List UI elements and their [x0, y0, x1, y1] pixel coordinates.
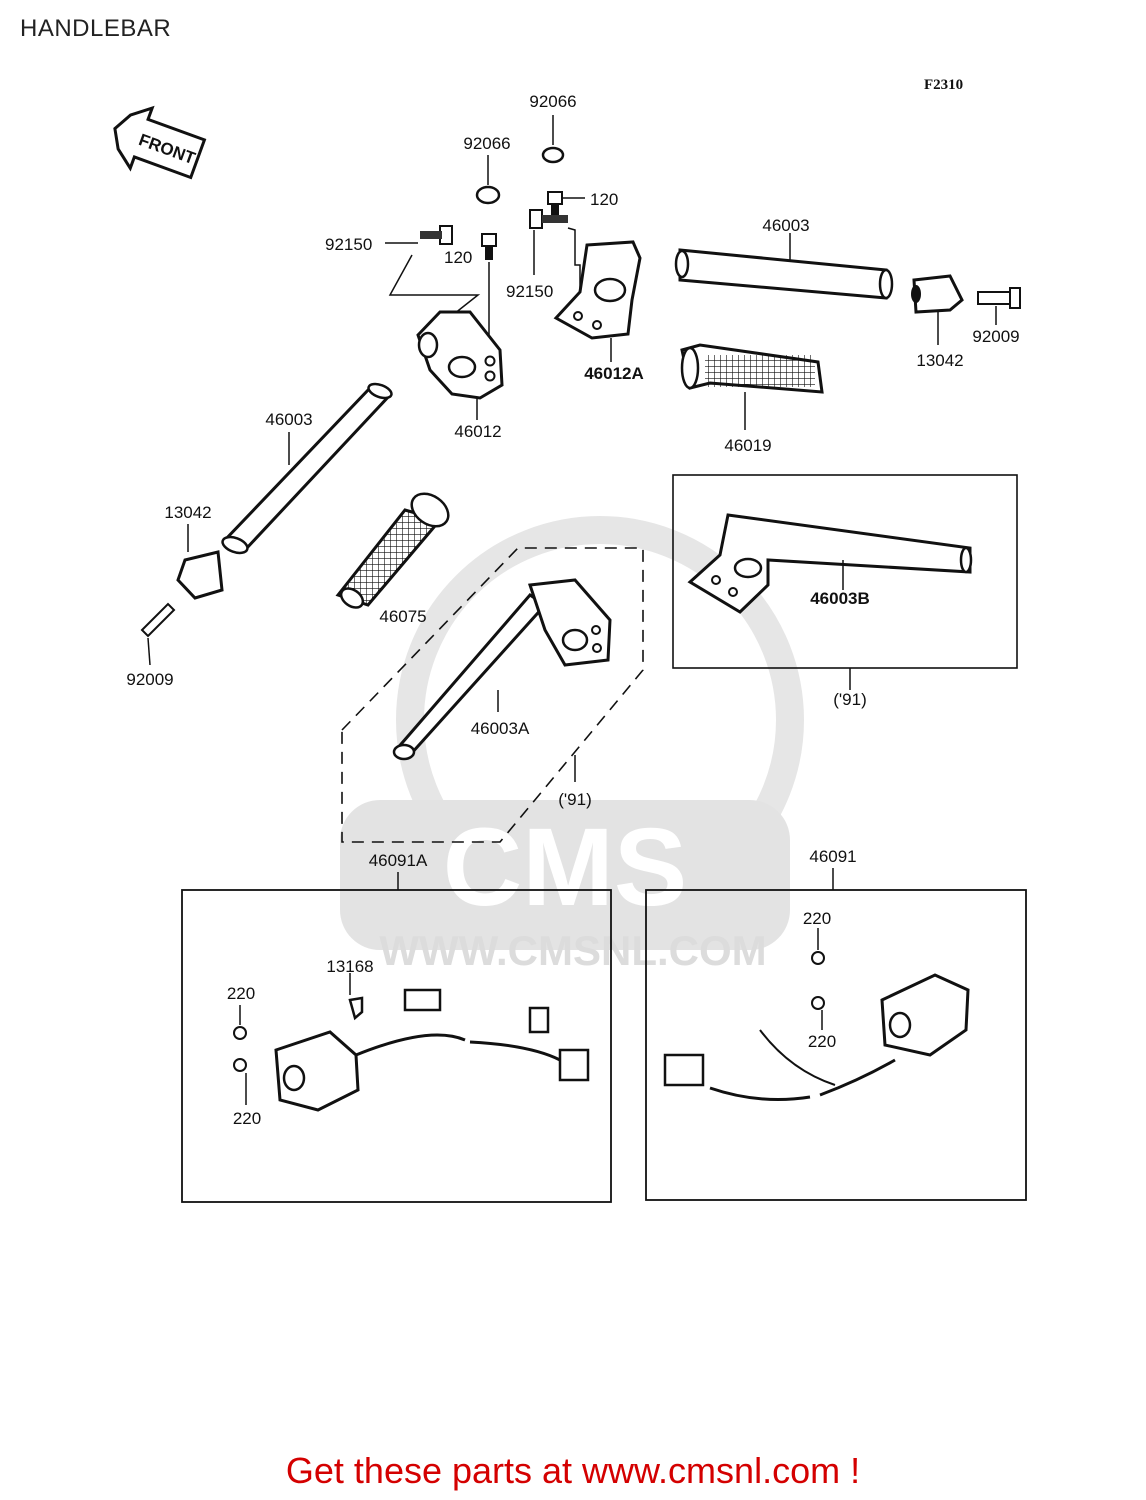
- label-92066-left: 92066: [463, 134, 510, 153]
- label-220-c: 220: [803, 909, 831, 928]
- clamp-46012: [416, 310, 504, 420]
- label-46003B: 46003B: [810, 589, 870, 608]
- screw-92150-right: [529, 209, 568, 275]
- bar-end-13042-right: [911, 274, 964, 345]
- cms-watermark: CMS WWW.CMSNL.COM: [340, 516, 804, 974]
- label-46003-right: 46003: [762, 216, 809, 235]
- label-46012A: 46012A: [584, 364, 644, 383]
- screw-92009-right: [977, 287, 1021, 325]
- switch-box-46091: [645, 889, 1027, 1201]
- label-46091: 46091: [809, 847, 856, 866]
- screw-92009-left: [140, 602, 176, 666]
- label-46003A: 46003A: [471, 719, 530, 738]
- cap-92066-left: [475, 155, 501, 205]
- watermark-url: WWW.CMSNL.COM: [379, 927, 766, 974]
- variant-box-91-a: [341, 547, 644, 843]
- label-92009-left: 92009: [126, 670, 173, 689]
- exploded-parts-diagram: CMS WWW.CMSNL.COM FRONT 92066 92066 120 …: [113, 92, 1027, 1203]
- label-220-b: 220: [233, 1109, 261, 1128]
- label-120-left: 120: [444, 248, 472, 267]
- handlebar-46003-right: [674, 233, 894, 300]
- handlebar-46003-left: [221, 382, 393, 555]
- grip-46075: [335, 492, 450, 609]
- label-220-a: 220: [227, 984, 255, 1003]
- label-92066-right: 92066: [529, 92, 576, 111]
- label-46075: 46075: [379, 607, 426, 626]
- label-220-d: 220: [808, 1032, 836, 1051]
- bolt-120-left: [481, 233, 497, 260]
- screw-92150-left: [385, 225, 453, 245]
- footer-link[interactable]: Get these parts at www.cmsnl.com !: [285, 1450, 861, 1491]
- bolt-120-right: [547, 191, 585, 218]
- front-arrow: FRONT: [113, 105, 207, 180]
- label-46019: 46019: [724, 436, 771, 455]
- grip-46019: [680, 343, 824, 430]
- switch-box-46091A: [181, 889, 612, 1203]
- label-46012: 46012: [454, 422, 501, 441]
- label-year-91-a: ('91): [558, 790, 591, 809]
- page-title: HANDLEBAR: [20, 15, 172, 42]
- label-92150-right: 92150: [506, 282, 553, 301]
- label-46003-left: 46003: [265, 410, 312, 429]
- leader-left-clamp: [388, 254, 481, 326]
- clamp-46012A: [553, 240, 642, 362]
- variant-box-91-b: [672, 474, 1018, 690]
- label-92150-left: 92150: [325, 235, 372, 254]
- label-46091A: 46091A: [369, 851, 428, 870]
- cap-92066-right: [541, 115, 565, 164]
- label-120-right: 120: [590, 190, 618, 209]
- label-year-91-b: ('91): [833, 690, 866, 709]
- label-13168: 13168: [326, 957, 373, 976]
- label-92009-right: 92009: [972, 327, 1019, 346]
- label-13042-left: 13042: [164, 503, 211, 522]
- bar-end-13042-left: [176, 524, 224, 600]
- figure-code: F2310: [924, 77, 964, 93]
- label-13042-right: 13042: [916, 351, 963, 370]
